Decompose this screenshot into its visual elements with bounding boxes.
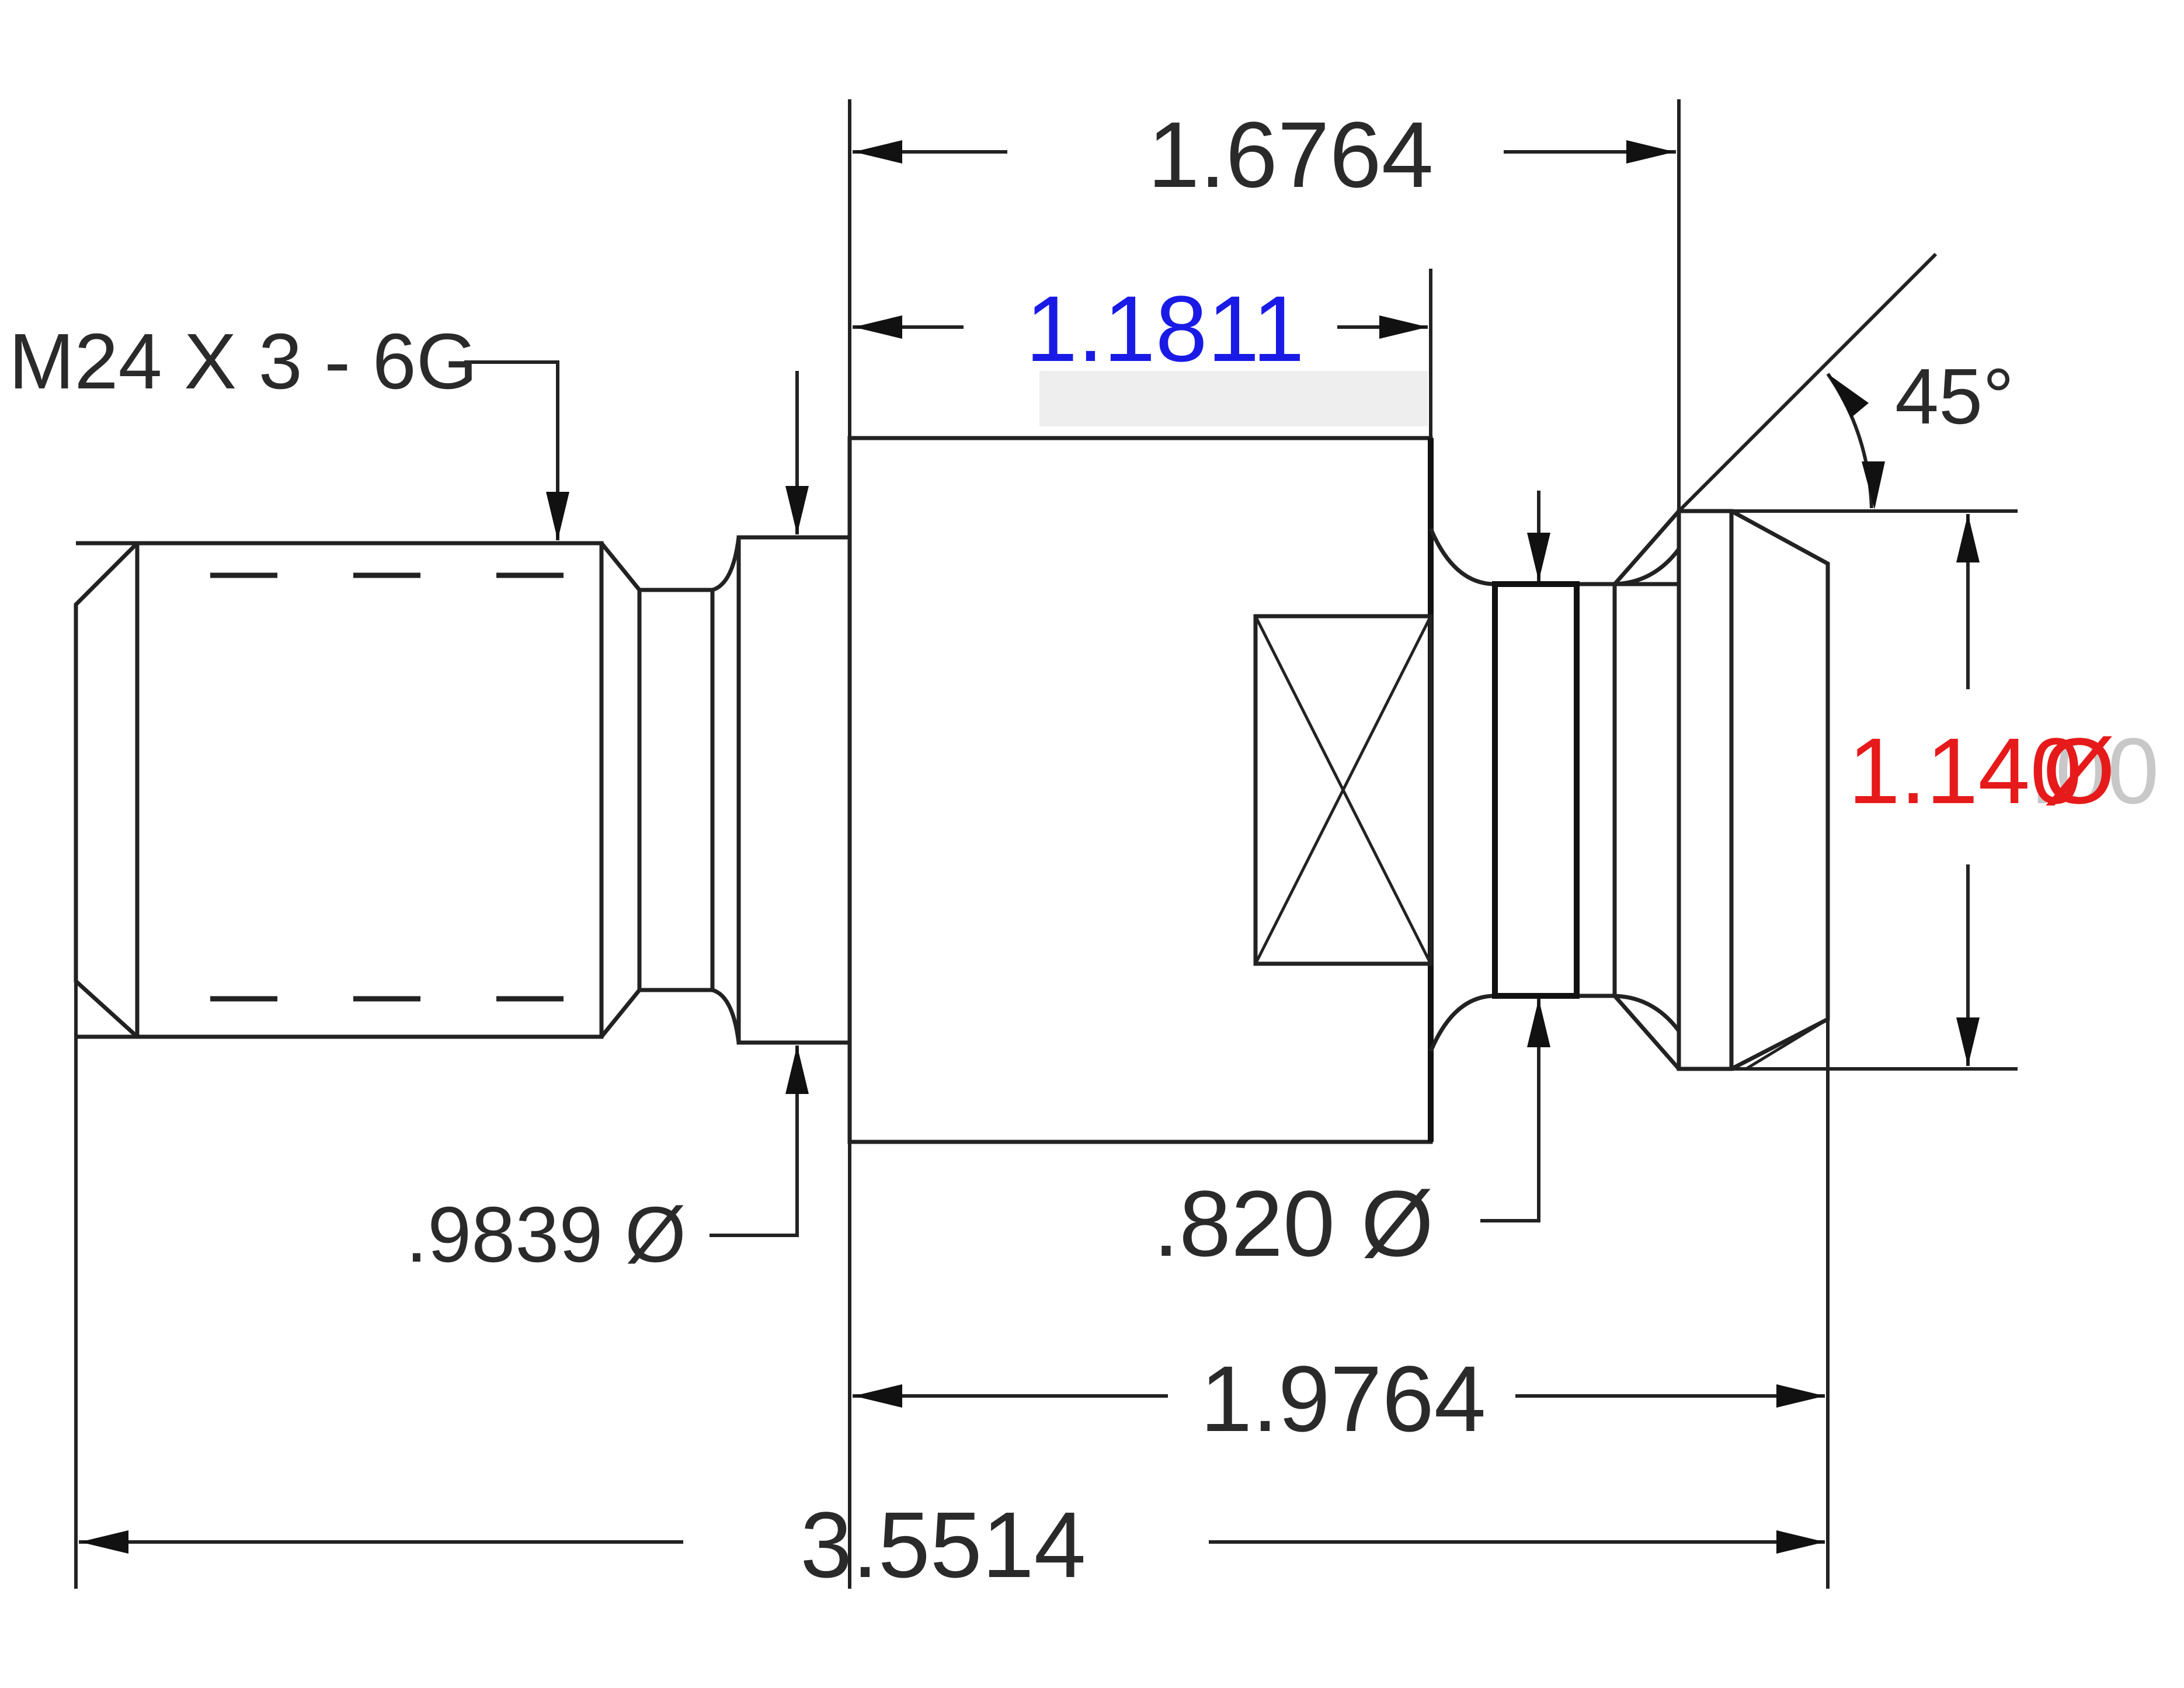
flange-diameter-symbol: Ø (2043, 718, 2115, 823)
dim-top-length-arrow-left (854, 140, 902, 164)
wrench-flat (1253, 614, 1433, 966)
dim-chamfer-angle-arrow-top (1828, 374, 1869, 418)
neck-dia-arrow-top (1527, 533, 1550, 581)
neck-diameter-label: .820 Ø (1153, 1171, 1434, 1276)
dimension-labels: 1.6764 1.1811 1.9764 3.5514 M24 X 3 - 6G… (9, 102, 2159, 1597)
shoulder-dia-arrow-top (785, 486, 809, 534)
neck-radius (1428, 527, 1681, 1053)
taper-to-flange-bottom (1613, 994, 1681, 1071)
wrench-flat-diagonal-2 (1254, 615, 1432, 965)
dim-chamfer-angle-arrow-bottom (1862, 461, 1885, 509)
flange-diameter-ghost-label: .00 (2029, 718, 2159, 823)
thread-relief (600, 541, 715, 1038)
dim-right-length-arrow-right (1776, 1384, 1825, 1408)
dim-right-length-arrow-left (854, 1384, 902, 1408)
dim-body-length-arrow-left (854, 315, 902, 339)
shoulder-dia-leader-bottom (710, 1046, 799, 1237)
chamfer-angle-label: 45° (1895, 352, 2014, 440)
taper-section (1615, 549, 1681, 586)
dim-body-length-arrow-right (1379, 315, 1428, 339)
shoulder-diameter-label: .9839 Ø (406, 1190, 686, 1279)
body-length-label: 1.1811 (1025, 276, 1305, 381)
part-outline (74, 436, 1830, 1144)
top-length-label: 1.6764 (1147, 102, 1433, 207)
shoulder-section (736, 535, 852, 1045)
neck-section (1492, 581, 1580, 999)
dim-top-length-arrow-right (1626, 140, 1675, 164)
shoulder-fillet (711, 537, 741, 1043)
flange-diameter-label: 1.140 (1848, 718, 2082, 823)
flange-chamfer (1730, 509, 1830, 1071)
dim-flange-dia-arrow-bottom (1956, 1017, 1980, 1066)
thread-callout-arrow (546, 492, 569, 540)
dim-flange-dia-arrow-top (1956, 514, 1980, 562)
neck-dia-arrow-bottom (1527, 999, 1550, 1047)
taper-to-flange-top (1613, 509, 1681, 586)
dimension-lines (79, 140, 1980, 1554)
flange (1677, 509, 1734, 1071)
flange-chamfer-inner (1745, 1017, 1829, 1071)
dim-overall-length-arrow-left (80, 1530, 128, 1554)
right-length-label: 1.9764 (1200, 1346, 1486, 1451)
dim-overall-length-arrow-right (1776, 1530, 1825, 1554)
thread-callout-label: M24 X 3 - 6G (9, 317, 478, 405)
overall-length-label: 3.5514 (800, 1492, 1086, 1597)
shoulder-dia-arrow-bottom (785, 1046, 809, 1094)
threaded-section (135, 541, 604, 1039)
thread-callout-leader (464, 360, 559, 540)
thread-end-chamfer (74, 541, 139, 1038)
extension-lines (74, 99, 2018, 1589)
neck-dia-leader-bottom (1480, 999, 1540, 1222)
body-length-label-background (1039, 371, 1428, 426)
chamfer-angle-line (1677, 252, 1938, 513)
